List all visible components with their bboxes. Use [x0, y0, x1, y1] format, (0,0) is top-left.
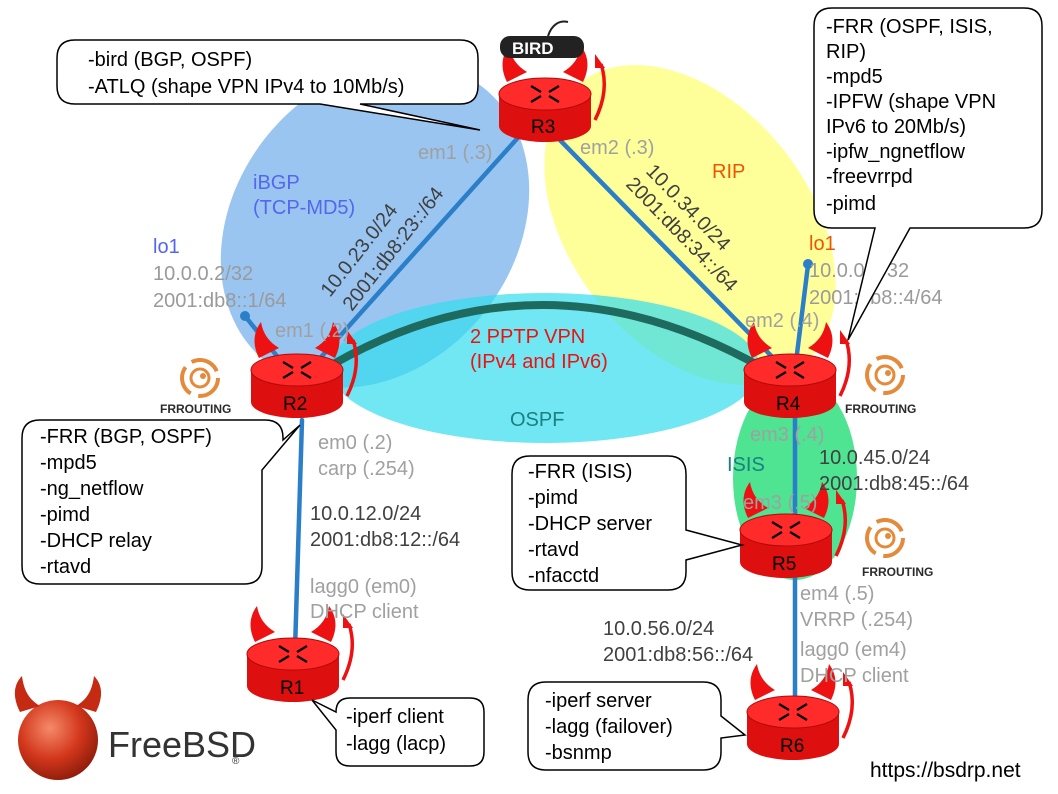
frrouting-logo-r4-text: FRROUTING [845, 402, 916, 416]
r2-em1-label: em1 (.2) [275, 320, 349, 342]
r5-vrrp-label: VRRP (.254) [800, 609, 913, 631]
r4-lo1-ipv6: 2001:db8::4/64 [809, 287, 942, 309]
r6-note-2: -lagg (failover) [545, 716, 673, 738]
net-45-ipv4: 10.0.45.0/24 [819, 447, 930, 469]
lo1-r4-dot [803, 259, 813, 269]
r4-callout: -FRR (OSPF, ISIS, RIP) -mpd5 -IPFW (shap… [813, 7, 1043, 341]
frrouting-logo-r2: FRROUTING [160, 358, 231, 416]
r5-em3-label: em3 (.5) [743, 492, 817, 514]
router-r3-label: R3 [531, 117, 555, 138]
frrouting-logo-r2-text: FRROUTING [160, 402, 231, 416]
lo1-r2-dot [240, 311, 250, 321]
r4-lo1-ipv4: 10.0.0.4/32 [809, 260, 909, 282]
r3-callout: -bird (BGP, OSPF) -ATLQ (shape VPN IPv4 … [56, 39, 481, 131]
r2-note-2: -mpd5 [40, 452, 97, 474]
r4-note-3: -mpd5 [826, 66, 883, 88]
r4-em3-label: em3 (.4) [750, 424, 824, 446]
net-56-ipv6: 2001:db8:56::/64 [603, 644, 753, 666]
router-r5-label: R5 [772, 554, 796, 575]
vpn-label-line1: 2 PPTP VPN [470, 326, 585, 348]
r2-lo1-ipv4: 10.0.0.2/32 [153, 263, 253, 285]
r1-note-1: -iperf client [346, 706, 444, 728]
r6-dhcp-label: DHCP client [800, 665, 909, 687]
router-r4-label: R4 [776, 394, 801, 415]
r4-note-2: RIP) [826, 41, 866, 63]
vpn-label-line2: (IPv4 and IPv6) [470, 351, 608, 373]
frrouting-logo-r5-text: FRROUTING [862, 565, 933, 579]
r5-note-3: -DHCP server [528, 513, 652, 535]
r2-carp-label: carp (.254) [318, 458, 415, 480]
r1-lagg0-label: lagg0 (em0) [310, 576, 417, 598]
r3-note-1: -bird (BGP, OSPF) [88, 49, 252, 71]
r2-em0-label: em0 (.2) [318, 432, 392, 454]
r3-em1-label: em1 (.3) [418, 142, 492, 164]
link-r2-r3 [302, 119, 535, 378]
ospf-label: OSPF [510, 409, 564, 431]
bird-logo-text: BIRD [512, 39, 554, 58]
r5-callout: -FRR (ISIS) -pimd -DHCP server -rtavd -n… [511, 455, 745, 591]
link-r2-r1 [292, 417, 305, 653]
r6-note-1: -iperf server [545, 690, 652, 712]
rip-label: RIP [712, 161, 745, 183]
r5-note-2: -pimd [528, 487, 578, 509]
r2-note-4: -pimd [40, 504, 90, 526]
bird-logo: BIRD [500, 20, 584, 58]
r3-note-2: -ATLQ (shape VPN IPv4 to 10Mb/s) [88, 76, 404, 98]
r5-note-1: -FRR (ISIS) [528, 461, 632, 483]
ibgp-sublabel: (TCP-MD5) [253, 197, 355, 219]
freebsd-logo-text: FreeBSD [108, 724, 256, 765]
r2-lo1-ipv6: 2001:db8::1/64 [153, 290, 286, 312]
r2-callout: -FRR (BGP, OSPF) -mpd5 -ng_netflow -pimd… [21, 419, 301, 585]
router-r2-label: R2 [283, 394, 307, 415]
r4-note-8: -pimd [826, 193, 876, 215]
r2-note-1: -FRR (BGP, OSPF) [40, 426, 212, 448]
r2-lo1-name: lo1 [153, 236, 180, 258]
net-56-ipv4: 10.0.56.0/24 [603, 618, 714, 640]
r4-note-7: -freevrrpd [826, 166, 913, 188]
ospf-area [330, 293, 760, 443]
vpn-tunnel [312, 301, 778, 379]
freebsd-logo: FreeBSD ® [14, 676, 256, 780]
router-r1-label: R1 [280, 678, 304, 699]
r2-note-3: -ng_netflow [40, 478, 144, 500]
r6-lagg0-label: lagg0 (em4) [800, 639, 907, 661]
r6-note-3: -bsnmp [545, 742, 612, 764]
link-r4-lo1 [792, 262, 811, 373]
r4-note-1: -FRR (OSPF, ISIS, [826, 16, 993, 38]
net-12-ipv4: 10.0.12.0/24 [310, 503, 421, 525]
r4-note-4: -IPFW (shape VPN [826, 91, 996, 113]
net-45-ipv6: 2001:db8:45::/64 [819, 473, 969, 495]
r2-note-5: -DHCP relay [40, 530, 152, 552]
r1-note-2: -lagg (lacp) [346, 733, 446, 755]
frrouting-logo-r4: FRROUTING [845, 355, 916, 416]
r4-em2-label: em2 (.4) [745, 310, 819, 332]
r5-em4-label: em4 (.5) [800, 583, 874, 605]
r2-note-6: -rtavd [40, 556, 91, 578]
r3-em2-label: em2 (.3) [580, 137, 654, 159]
r4-note-5: IPv6 to 20Mb/s) [826, 116, 966, 138]
r1-callout: -iperf client -lagg (lacp) [311, 697, 485, 767]
footer-url[interactable]: https://bsdrp.net [870, 759, 1021, 782]
router-r6-label: R6 [780, 736, 804, 757]
r4-lo1-name: lo1 [809, 233, 836, 255]
frrouting-logo-r5: FRROUTING [862, 518, 933, 579]
r5-note-5: -nfacctd [528, 565, 599, 587]
net-12-ipv6: 2001:db8:12::/64 [310, 529, 460, 551]
r4-note-6: -ipfw_ngnetflow [826, 141, 966, 163]
freebsd-logo-registered: ® [232, 756, 240, 767]
r5-note-4: -rtavd [528, 539, 579, 561]
r6-callout: -iperf server -lagg (failover) -bsnmp [527, 681, 747, 771]
isis-label: ISIS [727, 454, 765, 476]
ibgp-label: iBGP [253, 172, 300, 194]
r1-dhcp-label: DHCP client [310, 601, 419, 623]
